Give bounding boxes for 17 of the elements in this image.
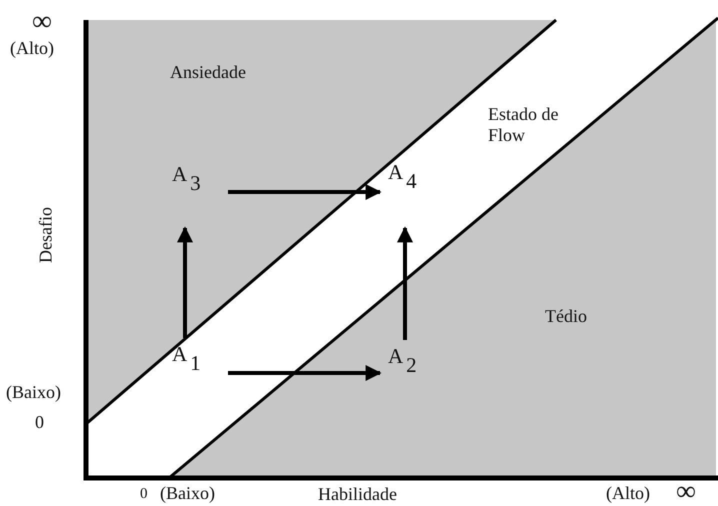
axis-title: Desafio <box>36 207 56 263</box>
axis-label: (Alto) <box>10 38 54 59</box>
tick-label: 0 <box>35 412 44 433</box>
infinity-symbol: ∞ <box>676 476 696 506</box>
axis-title: Habilidade <box>318 484 397 505</box>
arrow <box>228 365 382 381</box>
arrow <box>177 226 193 338</box>
region-label: Ansiedade <box>170 62 246 83</box>
region-label: Tédio <box>545 306 587 327</box>
arrow <box>228 184 382 200</box>
infinity-symbol: ∞ <box>32 6 52 38</box>
axis-label: (Alto) <box>606 483 650 504</box>
axis-label: (Baixo) <box>160 483 215 504</box>
tick-label: 0 <box>140 486 148 504</box>
axis-label: (Baixo) <box>6 382 61 403</box>
arrow <box>397 226 413 340</box>
region-label: Estado de Flow <box>488 104 560 146</box>
